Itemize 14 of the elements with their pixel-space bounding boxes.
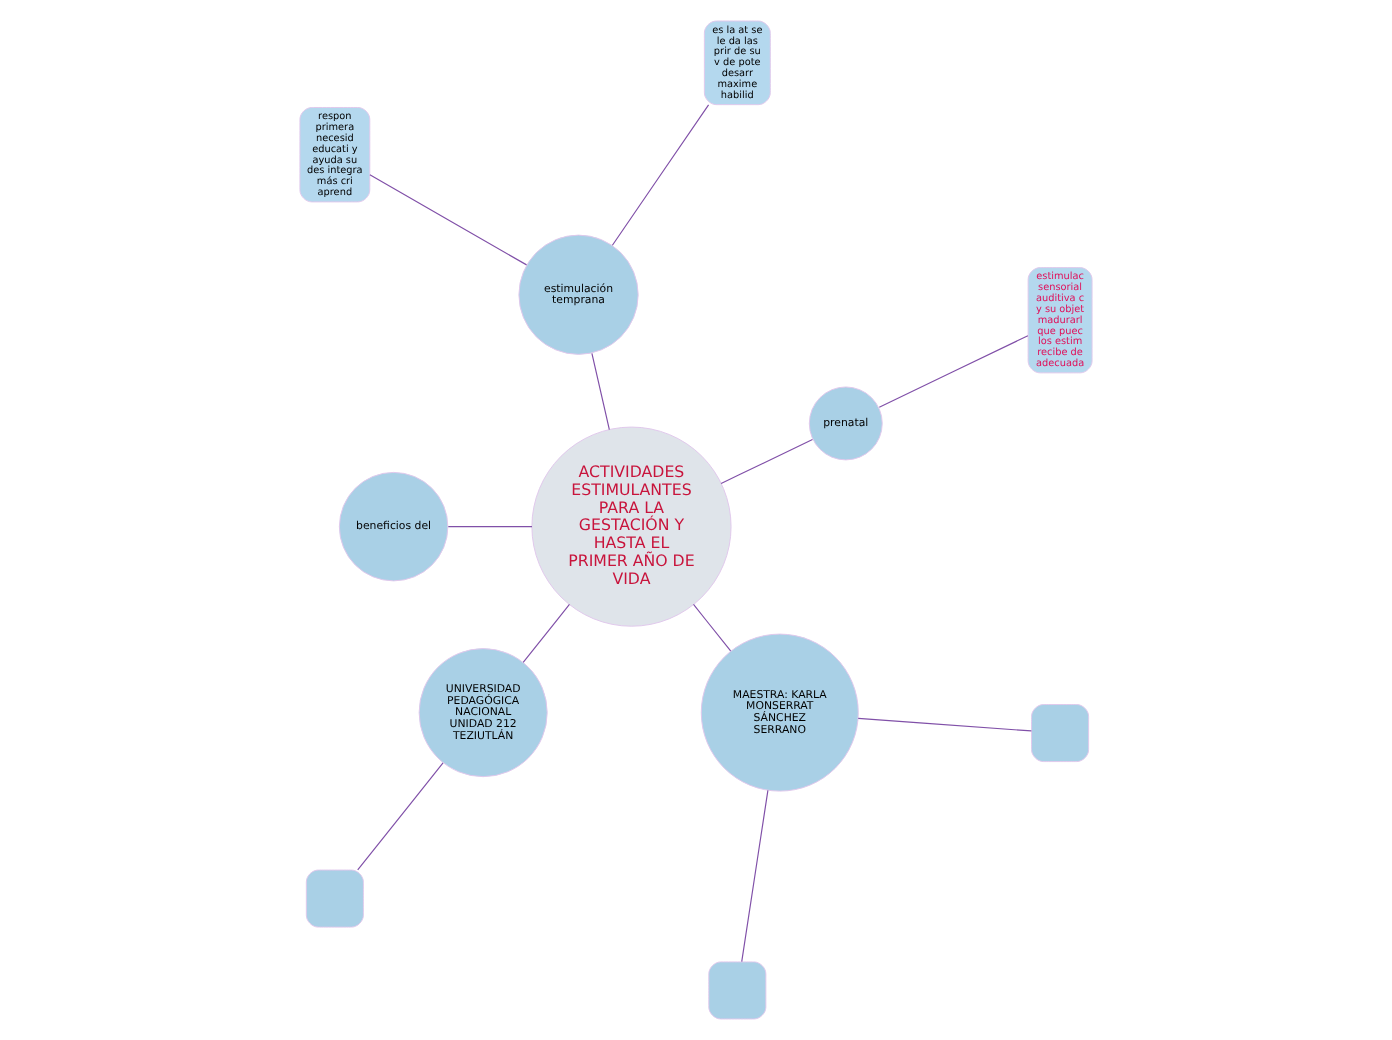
connector	[857, 717, 1032, 732]
connector	[447, 526, 533, 528]
connector	[357, 762, 444, 871]
connector	[878, 335, 1029, 408]
node-box	[305, 869, 364, 928]
connector	[741, 789, 769, 963]
connector	[720, 438, 814, 485]
node-box	[708, 961, 767, 1020]
node-box	[1031, 704, 1090, 763]
connector	[591, 352, 610, 431]
connector	[692, 603, 732, 652]
connector	[369, 174, 528, 266]
connector	[522, 603, 571, 663]
connector	[611, 104, 710, 246]
